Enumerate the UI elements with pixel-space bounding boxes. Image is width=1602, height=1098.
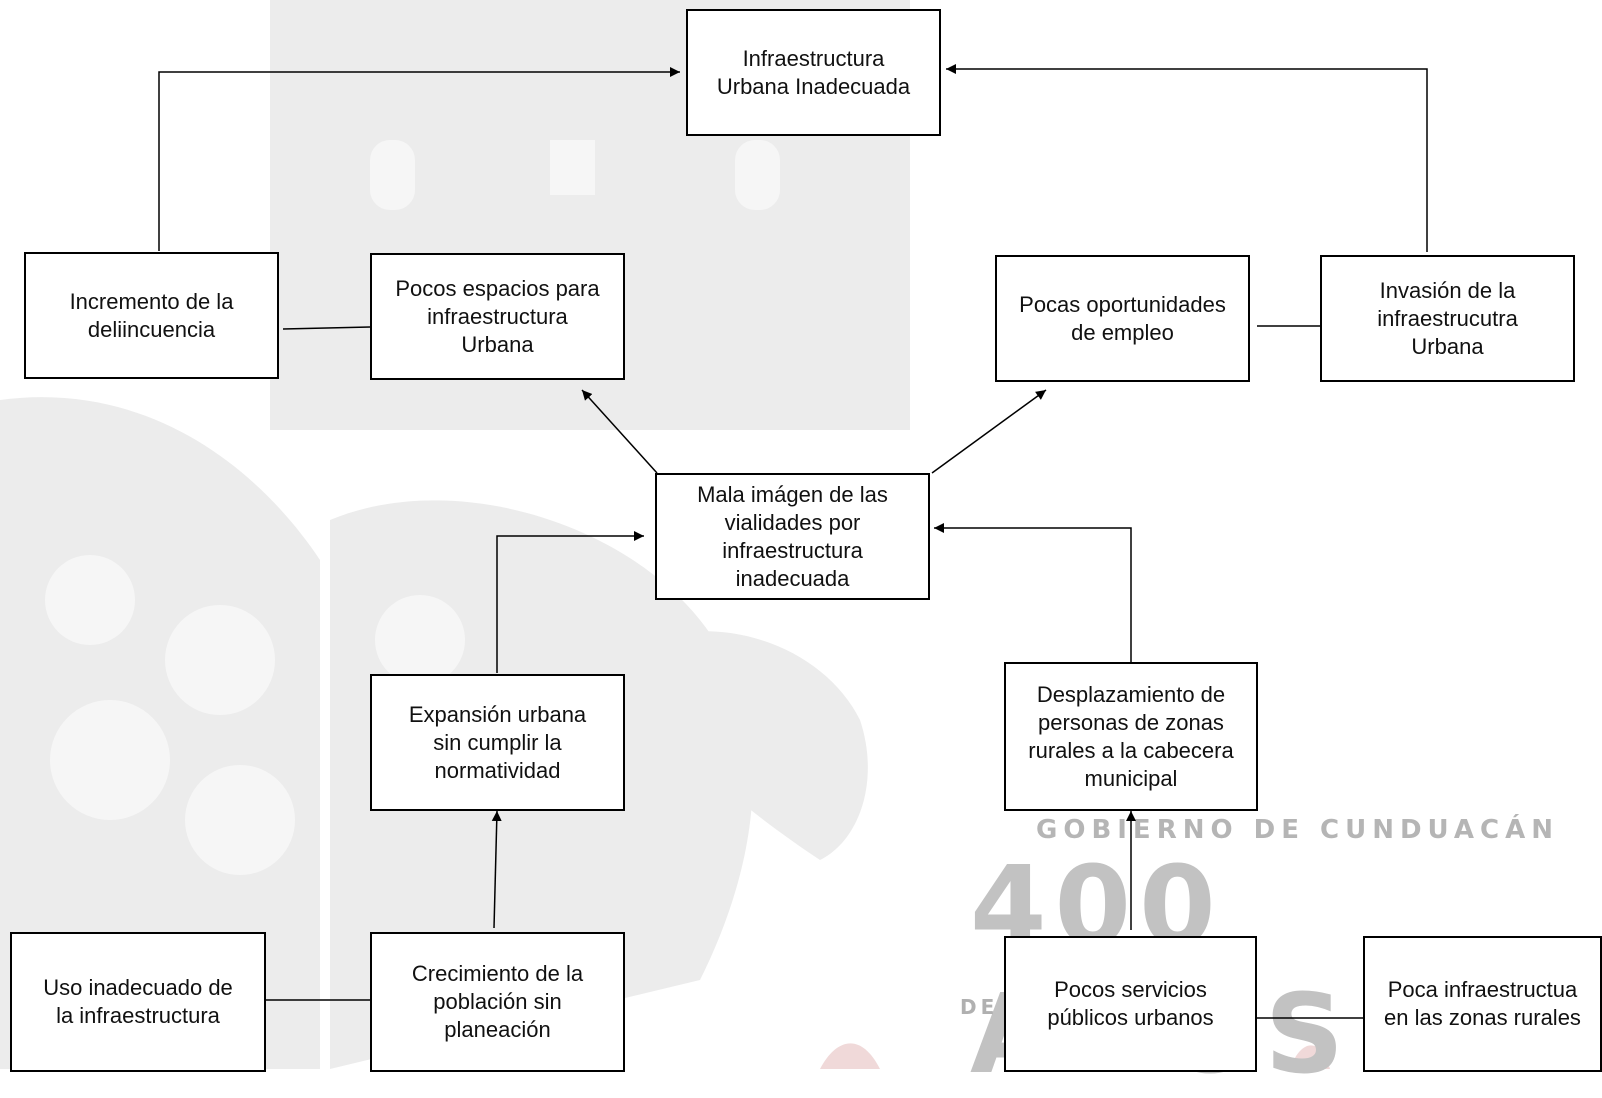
- edge-incremento-pocos-espacios: [282, 326, 371, 330]
- edge-expansion-to-mala: [496, 531, 644, 673]
- edge-mala-to-oportunidades: [931, 389, 1047, 474]
- node-infraestructura-urbana-inadecuada: Infraestructura Urbana Inadecuada: [686, 9, 941, 136]
- node-uso-inadecuado: Uso inadecuado de la infraestructura: [10, 932, 266, 1072]
- edge-mala-to-pocos-espacios: [581, 389, 658, 474]
- node-poca-infraestructura-rural: Poca infraestructua en las zonas rurales: [1363, 936, 1602, 1072]
- watermark-title: GOBIERNO DE CUNDUACÁN: [1036, 815, 1559, 845]
- node-mala-imagen: Mala imágen de las vialidades por infrae…: [655, 473, 930, 600]
- node-crecimiento-poblacion: Crecimiento de la población sin planeaci…: [370, 932, 625, 1072]
- node-expansion-urbana: Expansión urbana sin cumplir la normativ…: [370, 674, 625, 811]
- node-pocas-oportunidades: Pocas oportunidades de empleo: [995, 255, 1250, 382]
- node-pocos-espacios: Pocos espacios para infraestructura Urba…: [370, 253, 625, 380]
- edge-incremento-to-infra: [158, 67, 680, 251]
- edge-invasion-to-infra: [946, 64, 1428, 252]
- node-pocos-servicios: Pocos servicios públicos urbanos: [1004, 936, 1257, 1072]
- node-invasion-infraestructura: Invasión de la infraestrucutra Urbana: [1320, 255, 1575, 382]
- connector-layer: [158, 64, 1428, 1019]
- edge-desplazamiento-to-mala: [934, 523, 1132, 662]
- node-desplazamiento: Desplazamiento de personas de zonas rura…: [1004, 662, 1258, 811]
- node-incremento-delincuencia: Incremento de la deliincuencia: [24, 252, 279, 379]
- edge-crecimiento-to-expansion: [491, 810, 502, 929]
